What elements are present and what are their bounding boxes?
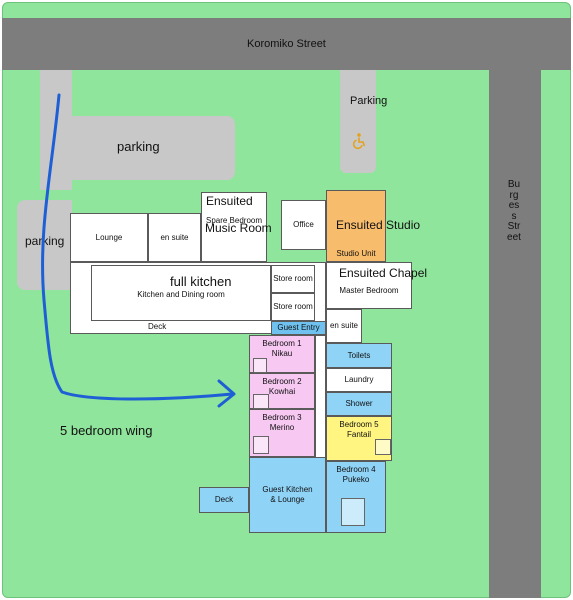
studio-unit-room: Studio Unit <box>326 190 386 262</box>
guest-entry-label: Guest Entry <box>277 323 320 332</box>
burgess-street-road <box>489 18 541 598</box>
bedroom-1-number: Bedroom 1 <box>262 339 302 348</box>
en-suite-right-room: en suite <box>326 309 362 343</box>
laundry-room: Laundry <box>326 368 392 392</box>
parking-lot-top-right <box>340 70 376 173</box>
master-bedroom-room: Master Bedroom <box>326 262 412 309</box>
bedroom-3-number: Bedroom 3 <box>262 413 302 422</box>
store-room-1-label: Store room <box>273 274 313 283</box>
bedroom-1-name: Nikau <box>271 349 293 358</box>
parking-label-left: parking <box>25 234 65 248</box>
ensuited-studio-note: Ensuited Studio <box>336 218 421 232</box>
lounge-label: Lounge <box>95 232 123 242</box>
bedroom-2-number: Bedroom 2 <box>262 377 302 386</box>
guest-kitchen-room: Guest Kitchen& Lounge <box>249 457 326 533</box>
en-suite-left-room: en suite <box>148 213 201 262</box>
guest-entry-room: Guest Entry <box>271 321 326 335</box>
spare-bedroom-label: Spare Bedroom <box>205 216 263 225</box>
parking-label-top-left: parking <box>117 139 160 154</box>
kitchen-dining-label: Kitchen and Dining room <box>137 290 225 299</box>
bedroom-4-name: Pukeko <box>342 475 370 484</box>
bed-icon <box>253 436 269 454</box>
bedroom-5-number: Bedroom 5 <box>339 420 379 429</box>
bedroom-3-name: Merino <box>269 423 295 432</box>
toilets-label: Toilets <box>347 350 371 360</box>
office-room: Office <box>281 200 326 250</box>
store-room-2: Store room <box>271 293 315 321</box>
ensuited-top-note: Ensuited <box>206 194 253 208</box>
store-room-1: Store room <box>271 265 315 293</box>
en-suite-right-label: en suite <box>329 321 359 330</box>
studio-unit-label: Studio Unit <box>336 249 376 258</box>
parking-lot-top-left <box>40 116 235 180</box>
guest-kitchen-label-1: Guest Kitchen <box>262 485 313 494</box>
five-bedroom-wing-note: 5 bedroom wing <box>60 423 153 438</box>
bed-icon <box>253 358 267 373</box>
en-suite-left-label: en suite <box>160 232 189 242</box>
full-kitchen-note: full kitchen <box>170 274 232 289</box>
bedroom-4-number: Bedroom 4 <box>336 465 376 474</box>
shower-label: Shower <box>345 399 373 408</box>
spare-bedroom-room: Spare Bedroom <box>201 192 267 262</box>
burgess-street-label: Burgess Street <box>507 179 521 243</box>
kitchen-dining-room: Kitchen and Dining room <box>91 265 271 321</box>
wheelchair-icon <box>350 132 368 150</box>
bed-icon <box>375 439 391 455</box>
koromiko-street-road <box>2 18 571 70</box>
lower-deck-room: Deck <box>199 487 249 513</box>
guest-kitchen-label-2: & Lounge <box>270 495 305 504</box>
lower-deck-label: Deck <box>214 495 234 504</box>
bed-icon <box>253 394 269 409</box>
bedroom-2-name: Kowhai <box>268 387 296 396</box>
shower-room: Shower <box>326 392 392 416</box>
toilets-room: Toilets <box>326 343 392 368</box>
ensuited-chapel-note: Ensuited Chapel <box>339 266 428 280</box>
bedroom-5-name: Fantail <box>346 430 371 439</box>
music-room-note: Music Room <box>205 221 272 235</box>
office-label: Office <box>293 220 314 229</box>
store-room-2-label: Store room <box>273 302 313 311</box>
deck-label: Deck <box>148 322 167 331</box>
lounge-room: Lounge <box>70 213 148 262</box>
laundry-label: Laundry <box>344 375 374 384</box>
master-bedroom-label: Master Bedroom <box>339 286 399 295</box>
bed-icon <box>341 498 365 526</box>
koromiko-street-label: Koromiko Street <box>247 38 326 50</box>
parking-label-top-right: Parking <box>350 95 388 107</box>
